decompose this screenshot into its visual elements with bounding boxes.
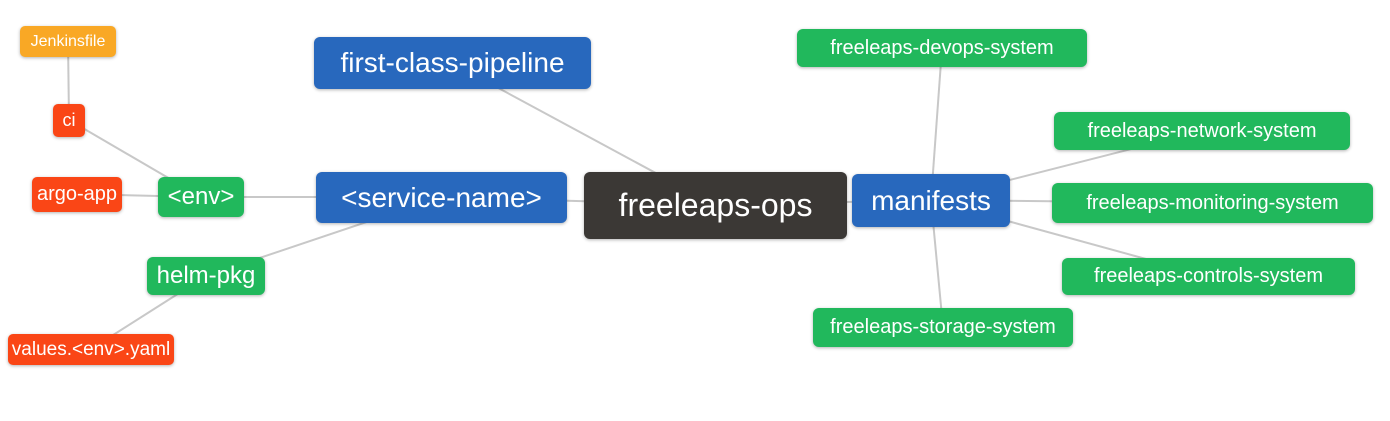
node-controls-system[interactable]: freeleaps-controls-system	[1062, 258, 1355, 295]
node-helm-pkg[interactable]: helm-pkg	[147, 257, 265, 295]
node-service-name[interactable]: <service-name>	[316, 172, 567, 223]
node-argo-app[interactable]: argo-app	[32, 177, 122, 212]
node-first-class-pipeline[interactable]: first-class-pipeline	[314, 37, 591, 89]
node-freeleaps-ops[interactable]: freeleaps-ops	[584, 172, 847, 239]
node-jenkinsfile[interactable]: Jenkinsfile	[20, 26, 116, 57]
node-manifests[interactable]: manifests	[852, 174, 1010, 227]
node-devops-system[interactable]: freeleaps-devops-system	[797, 29, 1087, 67]
node-storage-system[interactable]: freeleaps-storage-system	[813, 308, 1073, 347]
node-network-system[interactable]: freeleaps-network-system	[1054, 112, 1350, 150]
node-monitoring-system[interactable]: freeleaps-monitoring-system	[1052, 183, 1373, 223]
node-ci[interactable]: ci	[53, 104, 85, 137]
node-values-env-yaml[interactable]: values.<env>.yaml	[8, 334, 174, 365]
node-env[interactable]: <env>	[158, 177, 244, 217]
